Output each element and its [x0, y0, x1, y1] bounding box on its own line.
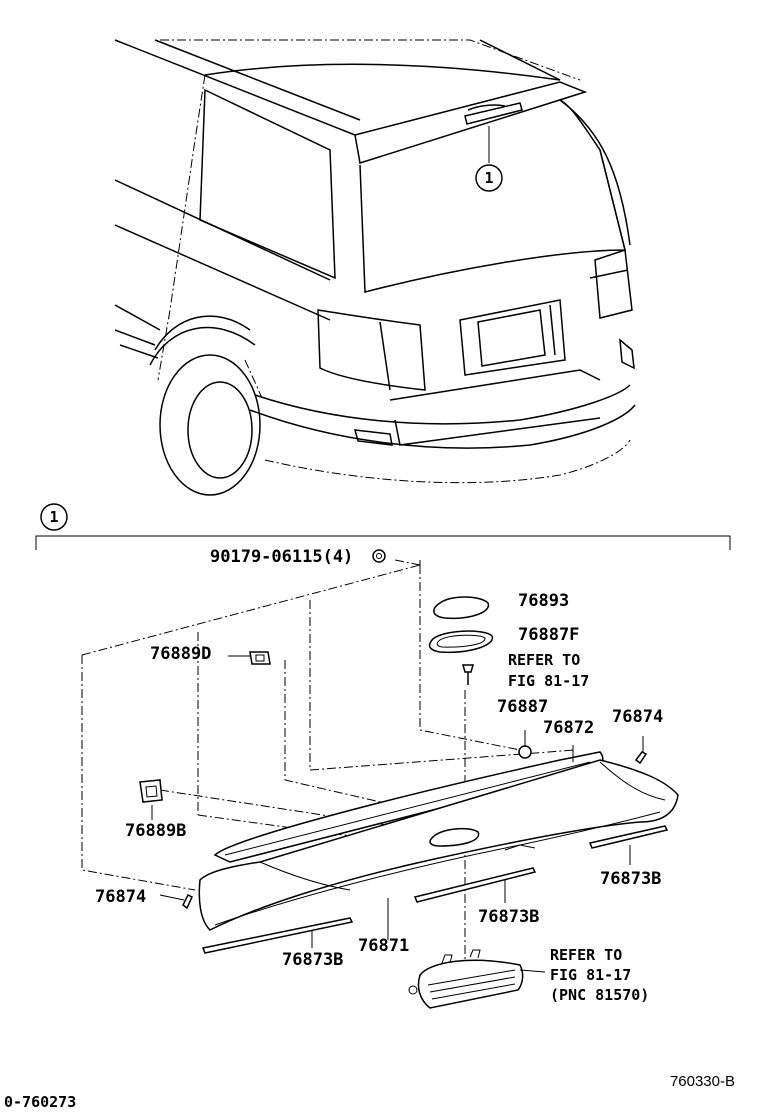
label-refer-bottom-1: REFER TO — [550, 946, 622, 964]
label-clip-76887: 76887 — [497, 697, 548, 717]
figure-code: 760330-B — [670, 1073, 735, 1090]
strip-76873b-center-icon — [413, 867, 537, 903]
label-clip-d: 76889D — [150, 644, 211, 664]
label-bolt: 90179-06115(4) — [210, 547, 353, 567]
vehicle-illustration — [114, 39, 636, 496]
clip-76889b-icon — [139, 779, 163, 803]
tape-76874-left-icon — [182, 893, 193, 910]
label-strip-right: 76873B — [600, 869, 661, 889]
screw-icon — [462, 664, 474, 673]
tape-76874-right-icon — [634, 751, 648, 765]
label-tape-76874-right: 76874 — [612, 707, 663, 727]
label-clip-b: 76889B — [125, 821, 186, 841]
label-gasket: 76887F — [518, 625, 579, 645]
stop-lamp-part — [417, 959, 524, 1009]
label-spoiler-76872: 76872 — [543, 718, 594, 738]
clip-76889d-icon — [249, 651, 271, 665]
label-refer-top-2: FIG 81-17 — [508, 672, 589, 690]
section-bracket — [35, 503, 731, 550]
section-callout-number: 1 — [49, 508, 58, 526]
label-strip-left: 76873B — [282, 950, 343, 970]
label-refer-top-1: REFER TO — [508, 651, 580, 669]
label-cover: 76893 — [518, 591, 569, 611]
label-spoiler-76871: 76871 — [358, 936, 409, 956]
label-refer-bottom-3: (PNC 81570) — [550, 986, 649, 1004]
strip-76873b-left-icon — [201, 917, 354, 954]
strip-76873b-right-icon — [588, 825, 669, 849]
label-refer-bottom-2: FIG 81-17 — [550, 966, 631, 984]
clip-76887-icon — [518, 745, 532, 759]
label-strip-center: 76873B — [478, 907, 539, 927]
vehicle-callout-number: 1 — [484, 169, 493, 187]
exploded-parts — [81, 549, 679, 1009]
label-tape-76874-left: 76874 — [95, 887, 146, 907]
bolt-icon — [372, 549, 386, 563]
cover-76893-icon — [433, 596, 490, 620]
page-code: 0-760273 — [4, 1093, 76, 1111]
